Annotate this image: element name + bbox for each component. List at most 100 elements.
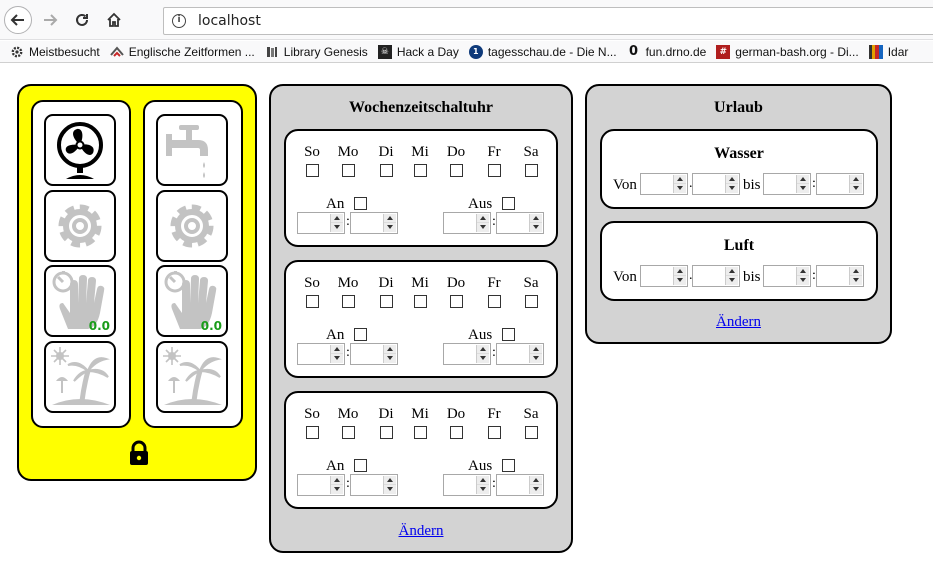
- decrement-arrow-icon[interactable]: [384, 485, 396, 494]
- day-checkbox-mi[interactable]: [413, 164, 427, 177]
- on-minute-input[interactable]: [350, 212, 398, 234]
- spin-arrows[interactable]: [330, 214, 343, 232]
- bookmark-tagesschau[interactable]: 1 tagesschau.de - Die N...: [468, 44, 617, 59]
- from-month-input[interactable]: [692, 265, 740, 287]
- off-hour-input[interactable]: [443, 474, 491, 496]
- spin-arrows[interactable]: [849, 175, 862, 193]
- spin-arrows[interactable]: [330, 476, 343, 494]
- bookmark-meistbesucht[interactable]: Meistbesucht: [10, 45, 100, 59]
- on-checkbox[interactable]: [354, 459, 367, 472]
- reload-button[interactable]: [68, 6, 96, 34]
- day-checkbox-di[interactable]: [379, 164, 393, 177]
- day-checkbox-sa[interactable]: [524, 164, 538, 177]
- spin-arrows[interactable]: [476, 214, 489, 232]
- decrement-arrow-icon[interactable]: [674, 184, 686, 193]
- increment-arrow-icon[interactable]: [530, 476, 542, 485]
- increment-arrow-icon[interactable]: [477, 476, 489, 485]
- spin-arrows[interactable]: [673, 267, 686, 285]
- info-icon[interactable]: i: [172, 14, 186, 28]
- lock-icon[interactable]: [127, 440, 151, 466]
- on-hour-input[interactable]: [297, 474, 345, 496]
- vacation-change-link[interactable]: Ändern: [716, 314, 761, 330]
- spin-arrows[interactable]: [330, 345, 343, 363]
- day-checkbox-mo[interactable]: [341, 295, 355, 308]
- day-checkbox-fr[interactable]: [487, 295, 501, 308]
- manual-timer-button[interactable]: 0.0: [156, 265, 228, 337]
- off-minute-input[interactable]: [496, 343, 544, 365]
- on-hour-input[interactable]: [297, 343, 345, 365]
- decrement-arrow-icon[interactable]: [477, 485, 489, 494]
- increment-arrow-icon[interactable]: [384, 214, 396, 223]
- to-day-input[interactable]: [763, 265, 811, 287]
- spin-arrows[interactable]: [383, 345, 396, 363]
- day-checkbox-sa[interactable]: [524, 295, 538, 308]
- increment-arrow-icon[interactable]: [477, 345, 489, 354]
- increment-arrow-icon[interactable]: [797, 267, 809, 276]
- increment-arrow-icon[interactable]: [850, 267, 862, 276]
- on-minute-input[interactable]: [350, 343, 398, 365]
- day-checkbox-so[interactable]: [305, 295, 319, 308]
- off-checkbox[interactable]: [502, 459, 515, 472]
- off-minute-input[interactable]: [496, 212, 544, 234]
- vacation-mode-button[interactable]: [44, 341, 116, 413]
- to-month-input[interactable]: [816, 173, 864, 195]
- increment-arrow-icon[interactable]: [384, 345, 396, 354]
- day-checkbox-do[interactable]: [449, 295, 463, 308]
- decrement-arrow-icon[interactable]: [331, 223, 343, 232]
- spin-arrows[interactable]: [673, 175, 686, 193]
- increment-arrow-icon[interactable]: [331, 214, 343, 223]
- weekly-change-link[interactable]: Ändern: [398, 523, 444, 539]
- decrement-arrow-icon[interactable]: [530, 223, 542, 232]
- decrement-arrow-icon[interactable]: [674, 276, 686, 285]
- from-month-input[interactable]: [692, 173, 740, 195]
- spin-arrows[interactable]: [383, 476, 396, 494]
- on-hour-input[interactable]: [297, 212, 345, 234]
- forward-button[interactable]: [36, 6, 64, 34]
- decrement-arrow-icon[interactable]: [477, 354, 489, 363]
- day-checkbox-di[interactable]: [379, 426, 393, 439]
- decrement-arrow-icon[interactable]: [797, 184, 809, 193]
- bookmark-englische-zeitformen[interactable]: Englische Zeitformen ...: [109, 45, 255, 59]
- day-checkbox-mo[interactable]: [341, 164, 355, 177]
- decrement-arrow-icon[interactable]: [331, 485, 343, 494]
- day-checkbox-mi[interactable]: [413, 426, 427, 439]
- spin-arrows[interactable]: [796, 175, 809, 193]
- bookmark-german-bash[interactable]: # german-bash.org - Di...: [716, 44, 859, 59]
- spin-arrows[interactable]: [849, 267, 862, 285]
- decrement-arrow-icon[interactable]: [384, 354, 396, 363]
- to-month-input[interactable]: [816, 265, 864, 287]
- day-checkbox-fr[interactable]: [487, 426, 501, 439]
- off-minute-input[interactable]: [496, 474, 544, 496]
- url-bar[interactable]: i localhost: [163, 7, 933, 35]
- day-checkbox-mo[interactable]: [341, 426, 355, 439]
- day-checkbox-di[interactable]: [379, 295, 393, 308]
- increment-arrow-icon[interactable]: [674, 267, 686, 276]
- decrement-arrow-icon[interactable]: [726, 276, 738, 285]
- water-tap-button[interactable]: [156, 114, 228, 186]
- vacation-mode-button[interactable]: [156, 341, 228, 413]
- increment-arrow-icon[interactable]: [477, 214, 489, 223]
- increment-arrow-icon[interactable]: [530, 345, 542, 354]
- spin-arrows[interactable]: [529, 345, 542, 363]
- increment-arrow-icon[interactable]: [530, 214, 542, 223]
- spin-arrows[interactable]: [476, 345, 489, 363]
- decrement-arrow-icon[interactable]: [530, 485, 542, 494]
- increment-arrow-icon[interactable]: [674, 175, 686, 184]
- day-checkbox-so[interactable]: [305, 426, 319, 439]
- fan-button[interactable]: [44, 114, 116, 186]
- day-checkbox-do[interactable]: [449, 426, 463, 439]
- decrement-arrow-icon[interactable]: [797, 276, 809, 285]
- decrement-arrow-icon[interactable]: [384, 223, 396, 232]
- decrement-arrow-icon[interactable]: [477, 223, 489, 232]
- spin-arrows[interactable]: [529, 476, 542, 494]
- bookmark-idar[interactable]: Idar: [868, 44, 908, 59]
- from-day-input[interactable]: [640, 173, 688, 195]
- increment-arrow-icon[interactable]: [384, 476, 396, 485]
- off-hour-input[interactable]: [443, 343, 491, 365]
- spin-arrows[interactable]: [725, 267, 738, 285]
- decrement-arrow-icon[interactable]: [530, 354, 542, 363]
- back-button[interactable]: [4, 6, 32, 34]
- on-checkbox[interactable]: [354, 328, 367, 341]
- home-button[interactable]: [100, 6, 128, 34]
- bookmark-library-genesis[interactable]: Library Genesis: [265, 45, 368, 59]
